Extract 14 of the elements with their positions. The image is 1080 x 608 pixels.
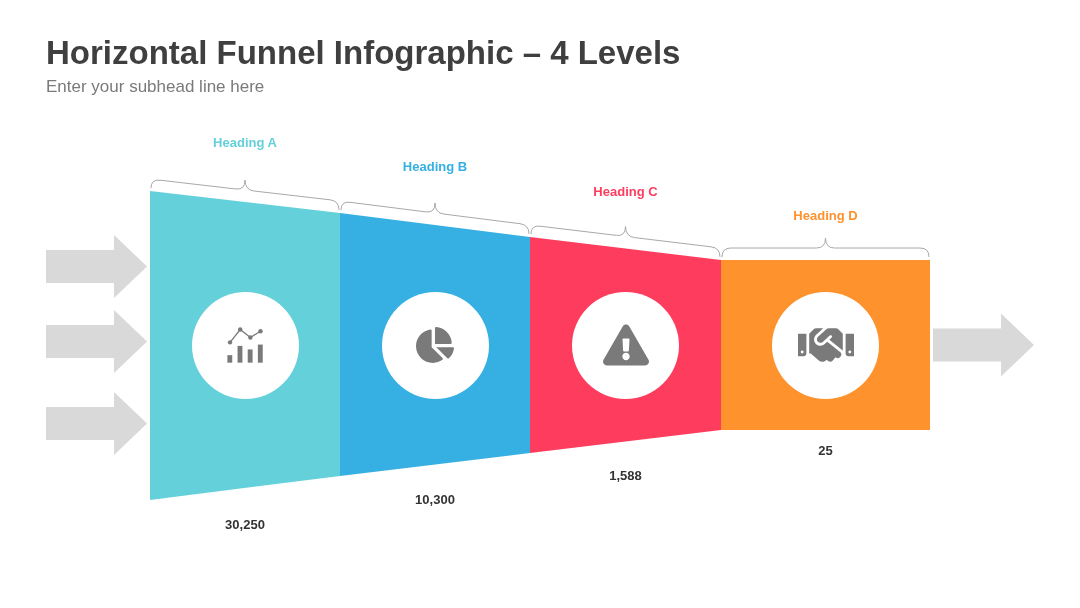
segment-value: 10,300 (414, 491, 456, 509)
segment-value: 1,588 (608, 467, 643, 485)
block-arrow (46, 310, 147, 373)
segment-value: 30,250 (224, 516, 266, 534)
block-arrow (933, 313, 1034, 377)
segment-heading: Heading A (212, 134, 278, 152)
subtitle: Enter your subhead line here (46, 77, 265, 97)
segment-heading: Heading B (401, 158, 469, 176)
block-arrow (46, 392, 147, 455)
segment-value: 25 (817, 442, 834, 460)
segment-heading: Heading D (792, 207, 859, 225)
block-arrow (46, 235, 147, 298)
page-title: Horizontal Funnel Infographic – 4 Levels (46, 33, 681, 73)
segment-heading: Heading C (592, 183, 659, 201)
